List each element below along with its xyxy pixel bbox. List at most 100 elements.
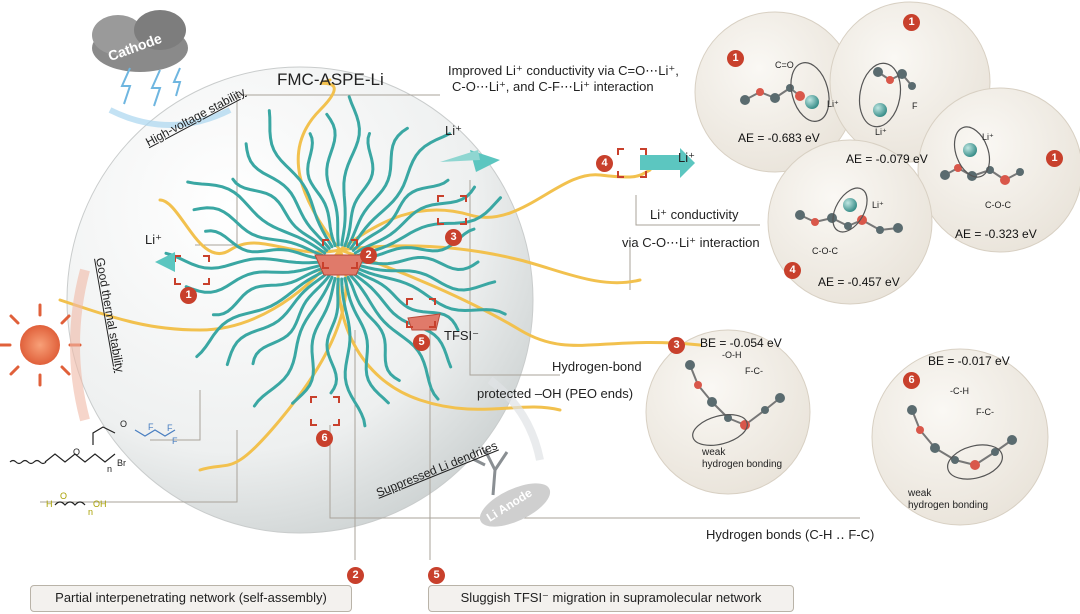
teal-chain <box>252 275 334 408</box>
mol-oh: -O-H <box>722 350 742 360</box>
energy-ae1: AE = -0.683 eV <box>738 131 820 145</box>
weak-label-2a: weak <box>908 488 932 499</box>
teal-chain <box>164 251 324 270</box>
li-conductivity-label: Li⁺ conductivity <box>650 207 739 222</box>
teal-chain <box>325 112 340 247</box>
badge-1-bubble-c: 1 <box>1046 150 1063 167</box>
badge-6-bubble: 6 <box>903 372 920 389</box>
teal-chain <box>355 266 507 316</box>
atom <box>907 405 917 415</box>
atom <box>685 360 695 370</box>
interaction-ellipses <box>692 62 1003 480</box>
atom <box>940 170 950 180</box>
atom <box>897 69 907 79</box>
chem-f-3: F <box>148 422 154 432</box>
atom <box>954 164 962 172</box>
atom <box>786 84 794 92</box>
badge-2-center: 2 <box>360 247 377 264</box>
badge-4-bubble: 4 <box>784 262 801 279</box>
mol-li-1: Li⁺ <box>827 99 839 109</box>
teal-chain <box>355 196 502 258</box>
hydrogen-bonds-ch-label: Hydrogen bonds (C-H ‥ F-C) <box>706 527 875 542</box>
sluggish-box: Sluggish TFSI⁻ migration in supramolecul… <box>428 585 794 612</box>
atom <box>857 215 867 225</box>
teal-chain <box>351 272 453 369</box>
chem-n-1: n <box>107 464 113 474</box>
li-label-3: Li⁺ <box>678 150 695 165</box>
atom <box>930 443 940 453</box>
li-anode-icon <box>472 376 551 527</box>
atom <box>724 414 732 422</box>
li-arrows <box>155 148 695 272</box>
badge-5-center: 5 <box>413 334 430 351</box>
li-label-2: Li⁺ <box>445 123 462 138</box>
badge-5-box: 5 <box>428 567 445 584</box>
weak-label-2b: hydrogen bonding <box>908 500 989 511</box>
lithium-atom <box>963 143 977 157</box>
li-label-1: Li⁺ <box>145 232 162 247</box>
atom <box>916 426 924 434</box>
teal-chain <box>267 109 334 249</box>
energy-ae3: AE = -0.323 eV <box>955 227 1037 241</box>
badge-3-center: 3 <box>445 229 462 246</box>
atom <box>694 381 702 389</box>
chem-br: Br <box>117 458 126 468</box>
chem-f-1: F <box>167 423 173 433</box>
improved-line2: C-O⋯Li⁺, and C-F⋯Li⁺ interaction <box>452 79 654 94</box>
teal-chain <box>231 177 329 252</box>
atom <box>770 93 780 103</box>
chem-h: H <box>46 499 53 509</box>
atom <box>795 210 805 220</box>
atom <box>893 223 903 233</box>
atom <box>873 67 883 77</box>
hydrogen-bond-label: Hydrogen-bond <box>552 359 642 374</box>
chem-oh: OH <box>93 499 107 509</box>
atom <box>740 420 750 430</box>
teal-chain <box>186 180 327 255</box>
teal-chain <box>340 95 361 247</box>
partial-network-text: Partial interpenetrating network (self-a… <box>55 590 327 605</box>
teal-chain <box>343 132 375 248</box>
badge-1-bubble-b: 1 <box>903 14 920 31</box>
teal-chain <box>353 269 460 332</box>
teal-chain <box>244 142 331 250</box>
teal-chain <box>346 275 401 382</box>
atom <box>991 448 999 456</box>
center-cup <box>314 254 366 276</box>
mol-fc-2: F-C- <box>976 407 994 417</box>
tfsi-label: TFSI⁻ <box>444 328 480 343</box>
atom <box>795 91 805 101</box>
chem-n-2: n <box>88 507 94 517</box>
atom <box>951 456 959 464</box>
mol-ch: -C-H <box>950 386 969 396</box>
atom <box>1016 168 1024 176</box>
badge-3-bubble: 3 <box>668 337 685 354</box>
teal-chain <box>351 178 450 252</box>
cathode-cloud <box>92 10 232 128</box>
mol-fc-1: F-C- <box>745 366 763 376</box>
chemical-structure <box>9 426 176 506</box>
chem-o-1: O <box>73 447 81 457</box>
atom <box>740 95 750 105</box>
sluggish-text: Sluggish TFSI⁻ migration in supramolecul… <box>460 590 762 605</box>
partial-network-box: Partial interpenetrating network (self-a… <box>30 585 352 612</box>
atom <box>827 213 837 223</box>
lithium-atom <box>805 95 819 109</box>
teal-chain <box>349 274 440 401</box>
mol-co-double: C=O <box>775 60 794 70</box>
atom <box>761 406 769 414</box>
teal-chain <box>306 132 337 248</box>
mol-li-2: Li⁺ <box>875 127 887 137</box>
atom <box>775 393 785 403</box>
chem-f-2: F <box>172 436 178 446</box>
teal-chain <box>225 272 329 367</box>
atom <box>970 460 980 470</box>
energy-be3: BE = -0.054 eV <box>700 336 782 350</box>
via-co-label: via C-O⋯Li⁺ interaction <box>622 235 760 250</box>
atom <box>908 82 916 90</box>
atom <box>1007 435 1017 445</box>
atom <box>876 226 884 234</box>
teal-chain <box>349 132 452 250</box>
